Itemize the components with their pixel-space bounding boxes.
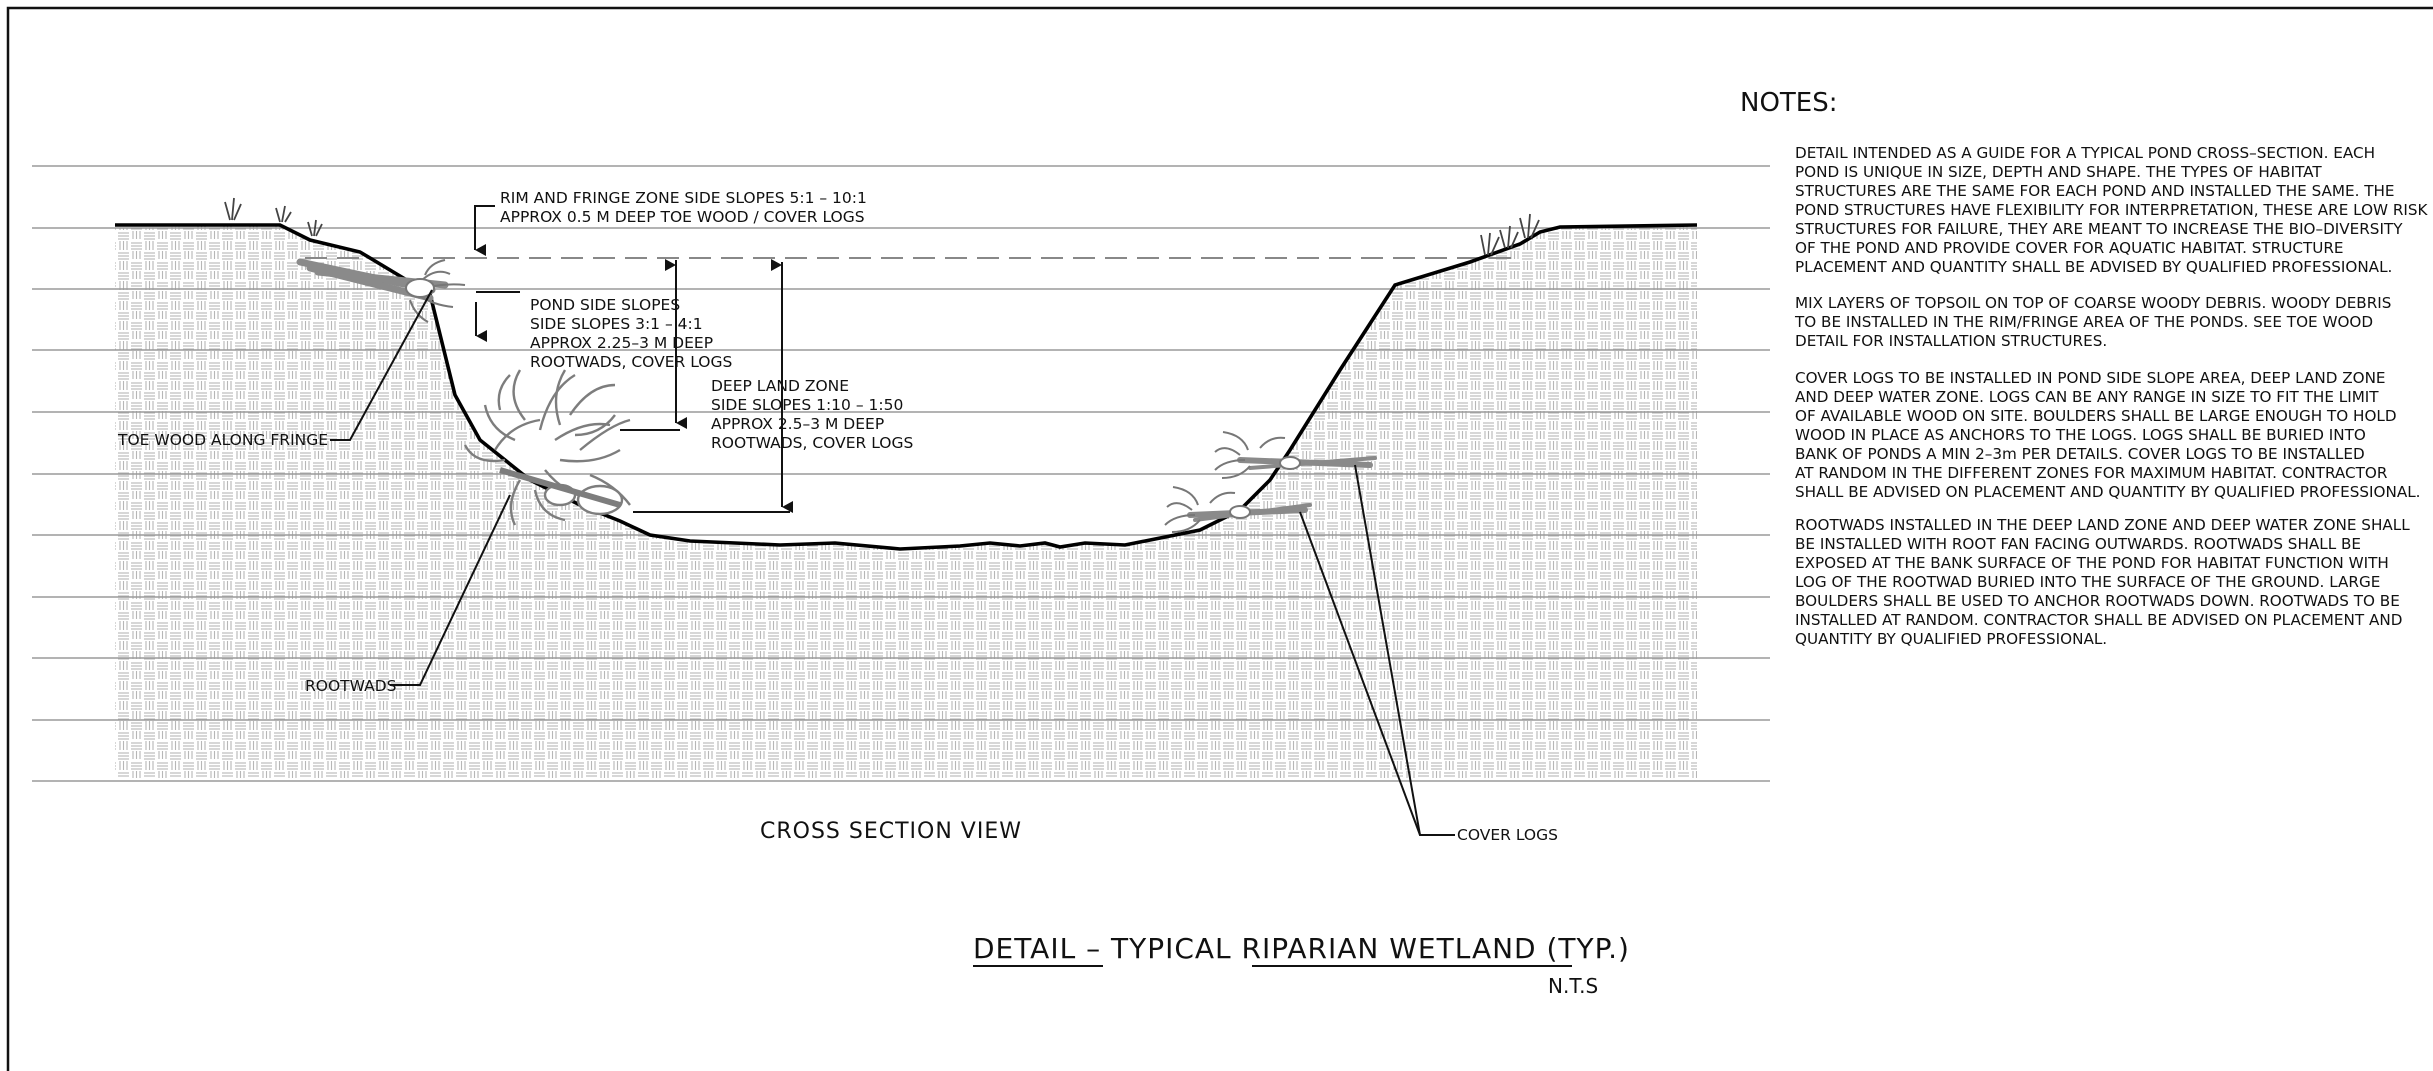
note-line: PLACEMENT AND QUANTITY SHALL BE ADVISED … — [1795, 258, 2392, 276]
note-line: MIX LAYERS OF TOPSOIL ON TOP OF COARSE W… — [1795, 294, 2391, 312]
note-line: POND IS UNIQUE IN SIZE, DEPTH AND SHAPE.… — [1795, 163, 2322, 181]
detail-title-block: DETAIL – TYPICAL RIPARIAN WETLAND (TYP.)… — [973, 932, 1630, 998]
ground-profile-line — [115, 223, 1698, 551]
svg-text:APPROX 2.25–3 M DEEP: APPROX 2.25–3 M DEEP — [530, 334, 713, 352]
notes-panel: NOTES: DETAIL INTENDED AS A GUIDE FOR A … — [1740, 88, 2429, 648]
svg-text:POND SIDE SLOPES: POND SIDE SLOPES — [530, 296, 680, 314]
cover-logs-label: COVER LOGS — [1457, 826, 1558, 844]
note-line: DETAIL INTENDED AS A GUIDE FOR A TYPICAL… — [1795, 144, 2375, 162]
note-line: ROOTWADS INSTALLED IN THE DEEP LAND ZONE… — [1795, 516, 2410, 534]
note-line: INSTALLED AT RANDOM. CONTRACTOR SHALL BE… — [1795, 611, 2402, 629]
sheet-border — [6, 6, 2433, 1071]
deep-land-label: DEEP LAND ZONE SIDE SLOPES 1:10 – 1:50 A… — [711, 377, 913, 452]
toe-wood-roots — [405, 259, 466, 323]
note-line: SHALL BE ADVISED ON PLACEMENT AND QUANTI… — [1795, 483, 2421, 501]
rootwads-label: ROOTWADS — [305, 677, 397, 695]
note-line: QUANTITY BY QUALIFIED PROFESSIONAL. — [1795, 630, 2107, 648]
right-rootwads — [1164, 431, 1301, 533]
note-line: BE INSTALLED WITH ROOT FAN FACING OUTWAR… — [1795, 535, 2361, 553]
rim-zone-label: RIM AND FRINGE ZONE SIDE SLOPES 5:1 – 10… — [500, 189, 867, 226]
note-line: OF THE POND AND PROVIDE COVER FOR AQUATI… — [1795, 239, 2344, 257]
soil-hatch — [115, 225, 1697, 778]
note-line: AT RANDOM IN THE DIFFERENT ZONES FOR MAX… — [1795, 464, 2388, 482]
svg-text:RIM AND FRINGE ZONE SIDE SLOPE: RIM AND FRINGE ZONE SIDE SLOPES 5:1 – 10… — [500, 189, 867, 207]
note-line: POND STRUCTURES HAVE FLEXIBILITY FOR INT… — [1795, 201, 2429, 219]
svg-text:ROOTWADS, COVER LOGS: ROOTWADS, COVER LOGS — [711, 434, 913, 452]
note-line: WOOD IN PLACE AS ANCHORS TO THE LOGS. LO… — [1795, 426, 2366, 444]
svg-text:SIDE SLOPES 1:10 – 1:50: SIDE SLOPES 1:10 – 1:50 — [711, 396, 903, 414]
vegetation — [224, 197, 1540, 256]
svg-text:APPROX 0.5 M DEEP TOE WOOD / C: APPROX 0.5 M DEEP TOE WOOD / COVER LOGS — [500, 208, 865, 226]
svg-text:APPROX 2.5–3 M DEEP: APPROX 2.5–3 M DEEP — [711, 415, 884, 433]
svg-text:DETAIL – TYPICAL RIPARIAN WETL: DETAIL – TYPICAL RIPARIAN WETLAND (TYP.) — [973, 932, 1630, 965]
note-line: STRUCTURES ARE THE SAME FOR EACH POND AN… — [1795, 182, 2395, 200]
cross-section-title: CROSS SECTION VIEW — [760, 819, 1022, 844]
svg-text:ROOTWADS, COVER LOGS: ROOTWADS, COVER LOGS — [530, 353, 732, 371]
svg-text:N.T.S: N.T.S — [1548, 974, 1598, 998]
pond-side-label: POND SIDE SLOPES SIDE SLOPES 3:1 – 4:1 A… — [530, 296, 732, 371]
note-line: DETAIL FOR INSTALLATION STRUCTURES. — [1795, 332, 2107, 350]
leader-lines — [330, 205, 1455, 836]
note-line: BANK OF PONDS A MIN 2–3m PER DETAILS. CO… — [1795, 445, 2365, 463]
notes-title: NOTES: — [1740, 88, 1838, 118]
rootwad-cluster — [463, 369, 631, 526]
note-line: EXPOSED AT THE BANK SURFACE OF THE POND … — [1795, 554, 2389, 572]
toe-wood-label: TOE WOOD ALONG FRINGE — [117, 431, 328, 449]
note-line: TO BE INSTALLED IN THE RIM/FRINGE AREA O… — [1794, 313, 2373, 331]
note-line: OF AVAILABLE WOOD ON SITE. BOULDERS SHAL… — [1795, 407, 2397, 425]
note-line: BOULDERS SHALL BE USED TO ANCHOR ROOTWAD… — [1795, 592, 2400, 610]
note-line: COVER LOGS TO BE INSTALLED IN POND SIDE … — [1795, 369, 2386, 387]
svg-text:SIDE SLOPES 3:1 – 4:1: SIDE SLOPES 3:1 – 4:1 — [530, 315, 703, 333]
reference-lines — [32, 165, 1770, 782]
notes-body: DETAIL INTENDED AS A GUIDE FOR A TYPICAL… — [1794, 144, 2429, 648]
note-line: AND DEEP WATER ZONE. LOGS CAN BE ANY RAN… — [1795, 388, 2379, 406]
note-line: LOG OF THE ROOTWAD BURIED INTO THE SURFA… — [1795, 573, 2380, 591]
svg-text:DEEP LAND ZONE: DEEP LAND ZONE — [711, 377, 849, 395]
note-line: STRUCTURES FOR FAILURE, THEY ARE MEANT T… — [1795, 220, 2403, 238]
